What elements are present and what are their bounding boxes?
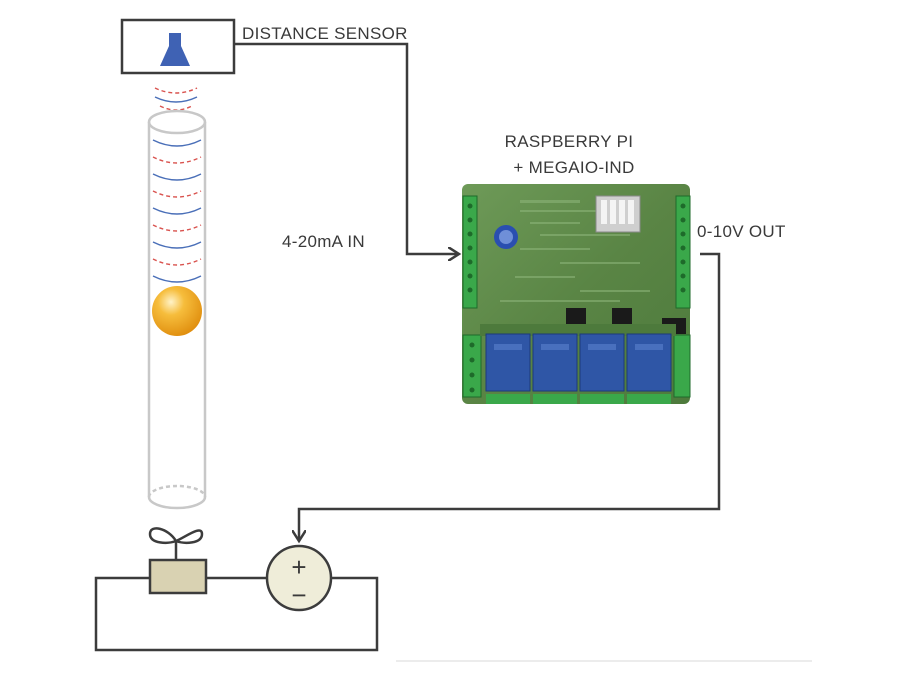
power-minus-sign: −: [291, 580, 306, 610]
relay-bank: [485, 333, 672, 392]
sensor-cone-icon: [160, 33, 190, 66]
power-plus-sign: +: [291, 552, 306, 582]
tube: [147, 109, 207, 510]
fan-motor-box: [148, 558, 208, 595]
fan-icon: [148, 527, 204, 560]
controller-board: [462, 184, 691, 404]
floating-ball: [152, 286, 202, 336]
wire-board-to-supply: [299, 252, 721, 540]
controller-label-line1: RASPBERRY PI: [504, 132, 634, 151]
output-signal-label: 0-10V OUT: [697, 222, 786, 241]
ultrasonic-waves-top: [154, 87, 198, 111]
distance-sensor-label: DISTANCE SENSOR: [242, 24, 408, 43]
wire-sensor-to-board: [234, 42, 458, 254]
ultrasonic-waves-tube: [152, 139, 202, 283]
input-signal-label: 4-20mA IN: [282, 232, 366, 251]
circuit-wire: [94, 576, 379, 652]
controller-label-line2: + MEGAIO-IND: [513, 158, 635, 177]
